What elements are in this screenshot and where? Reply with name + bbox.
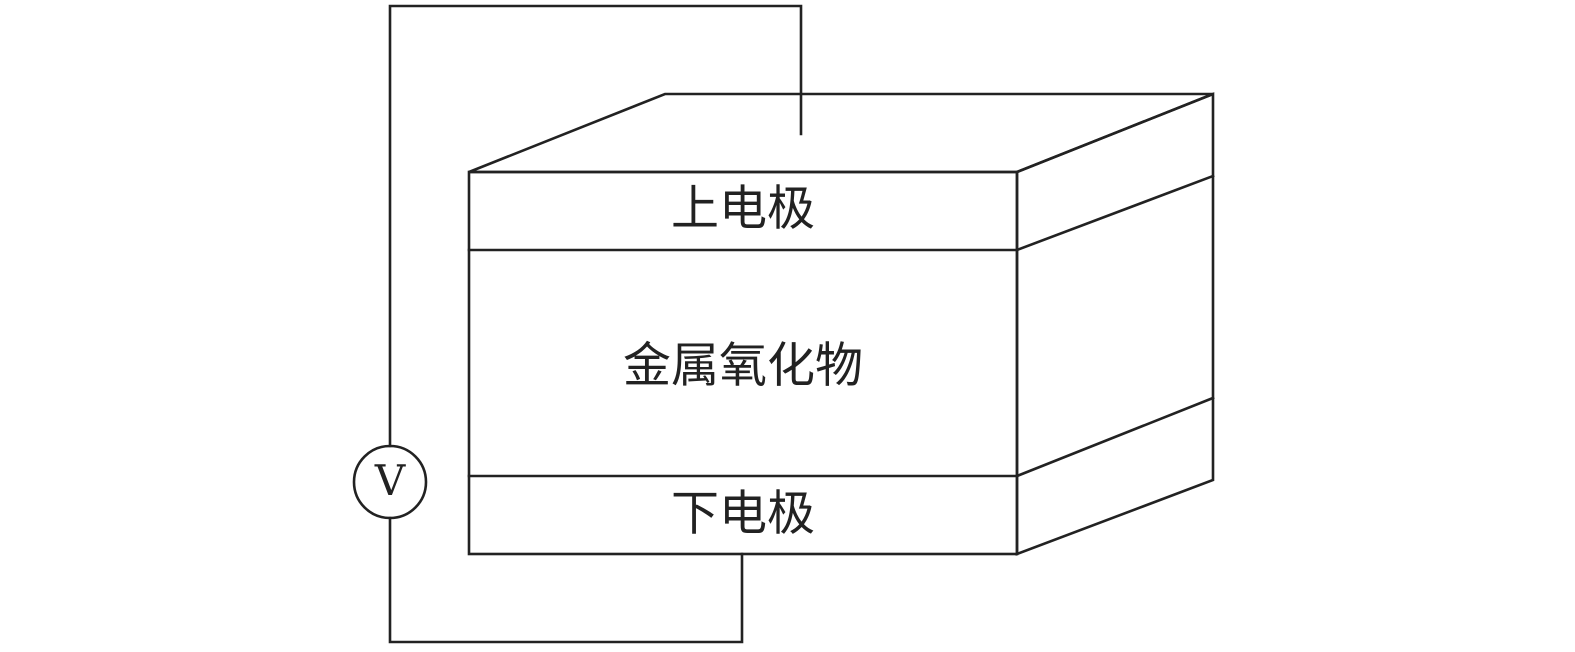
top-electrode-label: 上电极 bbox=[671, 181, 815, 237]
metal-oxide-label: 金属氧化物 bbox=[623, 338, 863, 394]
voltmeter-circle bbox=[352, 444, 428, 520]
voltmeter: V bbox=[352, 444, 428, 520]
wire-bottom bbox=[388, 516, 744, 644]
voltmeter-label: V bbox=[374, 456, 406, 505]
device-right-face bbox=[1015, 92, 1215, 556]
device-top-face bbox=[468, 92, 1214, 174]
wire-top bbox=[388, 4, 803, 448]
bottom-electrode-label: 下电极 bbox=[671, 486, 815, 542]
side-separator-bottom bbox=[1015, 396, 1215, 478]
side-separator-top bbox=[1015, 174, 1215, 252]
